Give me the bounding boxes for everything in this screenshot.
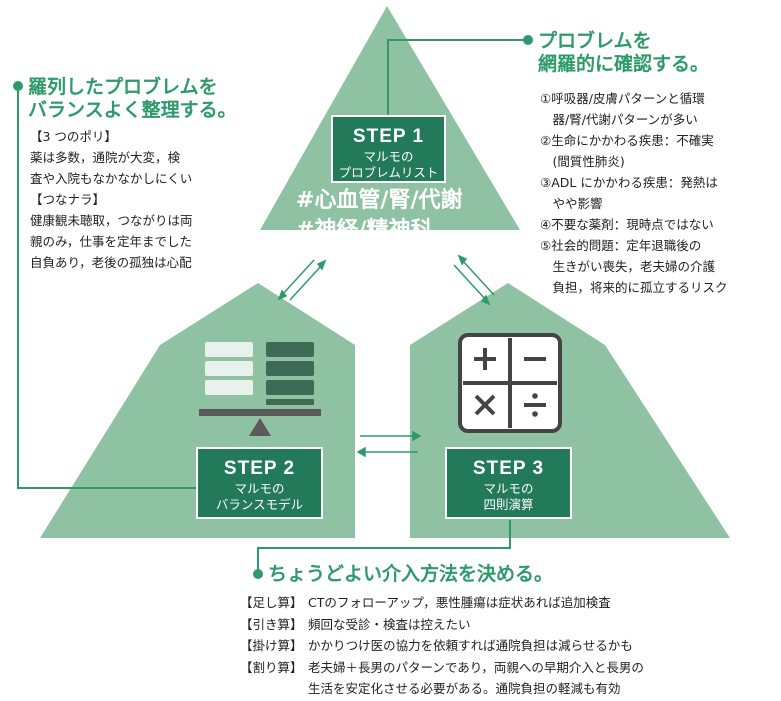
- op-row: 【足し算】 CTのフォローアップ，悪性腫瘍は症状あれば追加検査: [240, 592, 644, 614]
- step3-box: STEP 3 マルモの 四則演算: [445, 447, 572, 519]
- op-text: かかりつけ医の協力を依頼すれば通院負担は減らせるかも: [308, 638, 633, 653]
- right-text-block: ①呼吸器/皮膚パターンと循環 器/腎/代謝パターンが多い ②生命にかかわる疾患：…: [540, 88, 728, 298]
- tag-line-2: #神経/精神科: [296, 218, 433, 243]
- left-text-line: 薬は多数，通院が大変，検: [30, 150, 181, 165]
- left-text-line: 【3 つのポリ】: [30, 129, 117, 144]
- right-text-line: ②生命にかかわる疾患：不確実: [540, 133, 714, 148]
- arrow-step1-step3: [453, 254, 495, 306]
- left-text-line: 【つなナラ】: [30, 192, 106, 207]
- step3-label: STEP 3: [472, 458, 545, 479]
- connector-bottom: [257, 520, 511, 574]
- op-tag: 【足し算】: [240, 595, 303, 610]
- right-heading-1: プロブレムを: [538, 30, 652, 52]
- right-text-line: 生きがい喪失，老夫婦の介護: [540, 259, 716, 274]
- step2-box: STEP 2 マルモの バランスモデル: [196, 447, 323, 519]
- left-text-line: 自負あり，老後の孤独は心配: [30, 255, 192, 270]
- right-heading-2: 網羅的に確認する。: [538, 53, 710, 75]
- op-tag: 【掛け算】: [240, 638, 303, 653]
- op-row: 【掛け算】かかりつけ医の協力を依頼すれば通院負担は減らせるかも: [240, 635, 644, 657]
- step3-sub2: 四則演算: [483, 497, 534, 512]
- balance-scale-icon: [199, 342, 321, 436]
- op-row: 【割り算】老夫婦＋長男のパターンであり，両親への早期介入と長男の: [240, 657, 644, 679]
- left-text-line: 親のみ，仕事を定年までした: [30, 234, 193, 249]
- right-text-line: ④不要な薬剤：現時点ではない: [540, 217, 714, 232]
- right-heading: プロブレムを 網羅的に確認する。: [538, 30, 709, 76]
- bottom-heading: ちょうどよい介入方法を決める。: [268, 563, 554, 585]
- step2-label: STEP 2: [223, 458, 296, 479]
- left-heading: 羅列したプロブレムを バランスよく整理する。: [28, 76, 237, 122]
- operations-list: 【足し算】 CTのフォローアップ，悪性腫瘍は症状あれば追加検査 【引き算】頻回な受…: [240, 592, 644, 700]
- left-text-line: 健康観未聴取，つながりは両: [30, 213, 193, 228]
- op-row: 【引き算】頻回な受診・検査は控えたい: [240, 614, 644, 636]
- top-tags: #心血管/腎/代謝 #神経/精神科: [296, 186, 463, 246]
- step3-sub1: マルモの: [483, 481, 534, 496]
- op-continuation: 生活を安定化させる必要がある。通院負担の軽減も有効: [308, 681, 621, 696]
- step1-label: STEP 1: [352, 126, 425, 147]
- step1-box: STEP 1 マルモの プロブレムリスト: [331, 115, 446, 183]
- right-text-line: 器/腎/代謝パターンが多い: [540, 112, 698, 127]
- right-text-line: (間質性肺炎): [540, 154, 625, 169]
- tag-ellipsis: ⋮: [380, 244, 398, 265]
- step2-sub2: バランスモデル: [215, 497, 304, 512]
- connector-bottom-dot: [253, 569, 263, 579]
- step1-sub1: マルモの: [363, 149, 414, 164]
- op-text: 老夫婦＋長男のパターンであり，両親への早期介入と長男の: [308, 659, 644, 675]
- right-text-line: やや影響: [540, 196, 603, 211]
- arrow-step1-step2: [277, 259, 327, 301]
- op-tag: 【引き算】: [240, 616, 303, 632]
- step1-sub2: プロブレムリスト: [338, 165, 439, 180]
- op-text: 頻回な受診・検査は控えたい: [308, 616, 471, 632]
- connector-right-dot: [523, 35, 533, 45]
- right-corner-shape: [605, 345, 730, 538]
- left-text-line: 査や入院もなかなかしにくい: [30, 171, 193, 186]
- right-text-line: ⑤社会的問題：定年退職後の: [540, 238, 702, 253]
- step2-sub1: マルモの: [234, 481, 285, 496]
- connector-left: [17, 86, 255, 489]
- calculator-icon: [458, 333, 562, 433]
- right-text-line: ①呼吸器/皮膚パターンと循環: [540, 91, 705, 106]
- left-heading-1: 羅列したプロブレムを: [28, 76, 218, 98]
- connector-left-dot: [13, 81, 23, 91]
- right-text-line: 負担，将来的に孤立するリスク: [540, 280, 728, 295]
- left-text-block: 【3 つのポリ】 薬は多数，通院が大変，検 査や入院もなかなかしにくい 【つなナ…: [30, 126, 193, 273]
- left-heading-2: バランスよく整理する。: [28, 99, 237, 121]
- right-text-line: ③ADL にかかわる疾患：発熱は: [540, 175, 718, 190]
- tag-line-1: #心血管/腎/代謝: [296, 188, 463, 213]
- left-corner-shape: [40, 345, 160, 538]
- op-text: CTのフォローアップ，悪性腫瘍は症状あれば追加検査: [308, 595, 611, 610]
- arrow-step2-step3: [356, 430, 422, 458]
- connector-right: [387, 39, 528, 118]
- op-tag: 【割り算】: [240, 659, 303, 675]
